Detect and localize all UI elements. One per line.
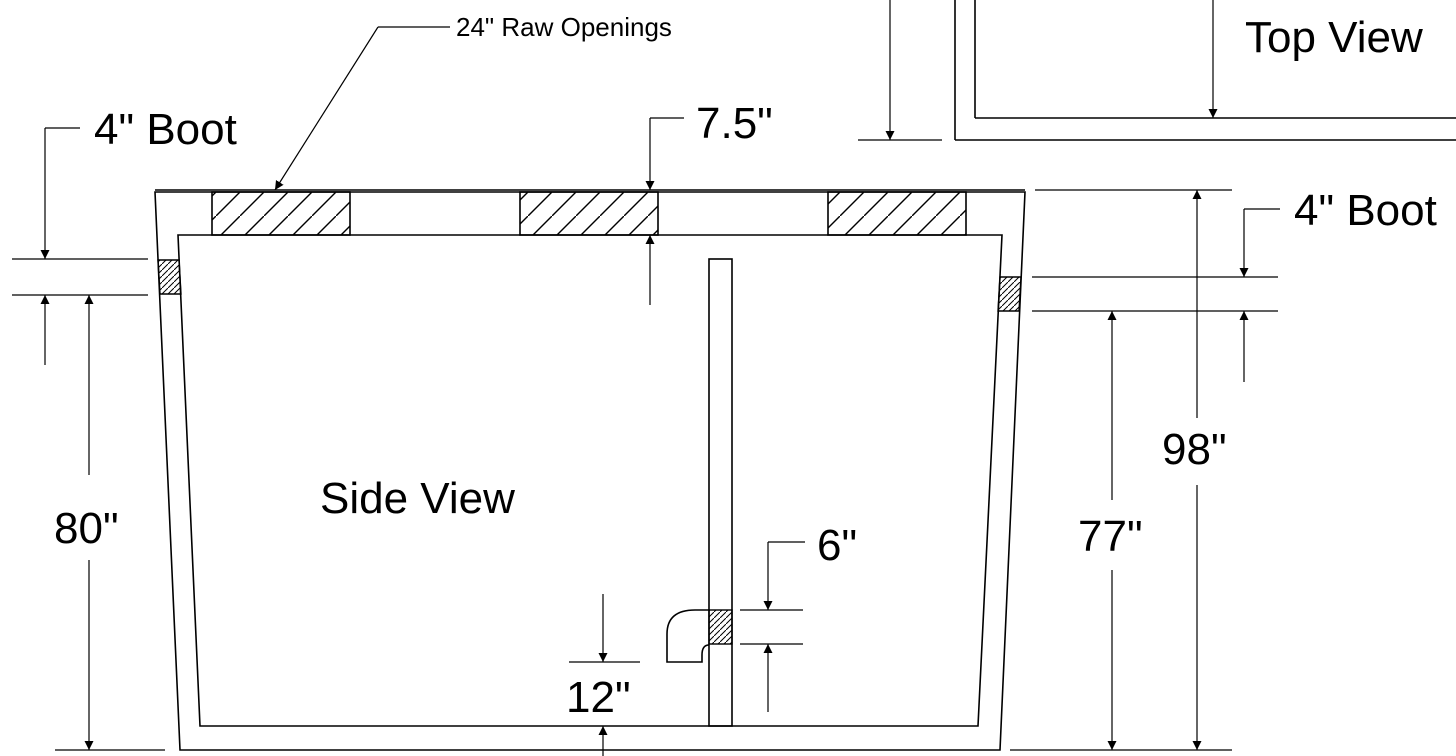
top-view-label: Top View [1245, 13, 1423, 62]
raw-opening-2 [519, 191, 659, 236]
raw-opening-1 [211, 191, 351, 236]
baffle-boot [708, 609, 733, 645]
right-boot-dimension: 4" Boot [1032, 186, 1437, 382]
boots [157, 259, 1022, 312]
side-view-label: Side View [320, 474, 515, 523]
top-view-fragment: Top View [858, 0, 1456, 141]
boot-left [157, 259, 182, 295]
baffle-wall [708, 258, 733, 727]
top-thickness-dimension: 7.5" [645, 99, 773, 305]
top-thickness-label: 7.5" [696, 99, 773, 148]
baffle [666, 258, 733, 727]
boot-right [997, 276, 1022, 312]
right-height-label: 77" [1078, 512, 1143, 561]
raw-openings [211, 191, 967, 236]
raw-openings-callout: 24" Raw Openings [274, 12, 672, 191]
raw-opening-3 [827, 191, 967, 236]
baffle-gap-dimension: 6" [740, 521, 857, 712]
total-height-label: 98" [1162, 425, 1227, 474]
total-height-dimension: 98" [1010, 189, 1232, 751]
left-boot-label: 4" Boot [94, 105, 237, 154]
elbow-pipe [666, 609, 710, 663]
baffle-offset-label: 12" [566, 673, 631, 722]
raw-openings-label: 24" Raw Openings [456, 12, 672, 42]
left-height-label: 80" [54, 504, 119, 553]
tank-body [154, 189, 1026, 751]
left-boot-dimension: 4" Boot [12, 105, 237, 365]
left-height-dimension: 80" [54, 295, 165, 751]
baffle-offset-dimension: 12" [566, 594, 640, 756]
baffle-gap-label: 6" [817, 521, 857, 570]
right-boot-label: 4" Boot [1294, 186, 1437, 235]
right-height-dimension: 77" [1078, 311, 1143, 750]
